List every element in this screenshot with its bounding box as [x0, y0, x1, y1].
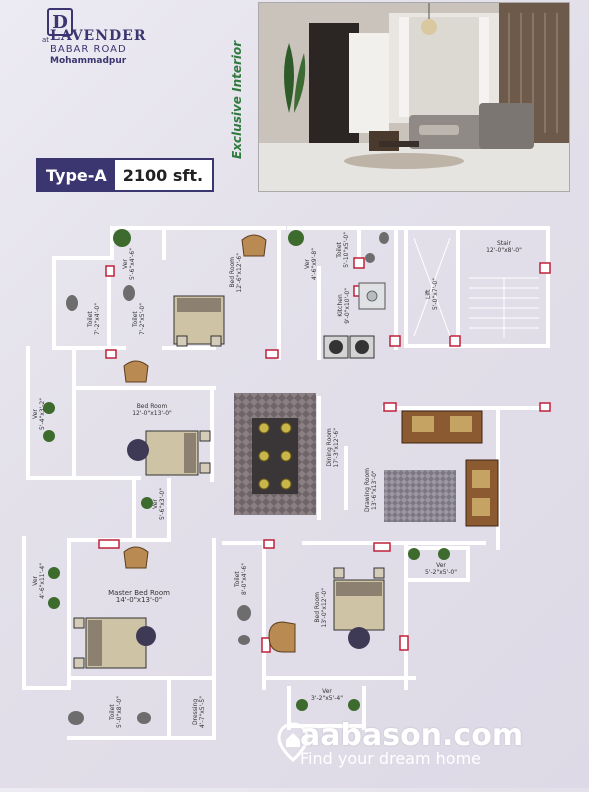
room-size: 8'-0"x4'-6": [241, 563, 248, 595]
room-size: 13'-0"x12'-0": [321, 588, 328, 628]
room-size: 13'-6"x13'-0": [371, 470, 378, 510]
type-badge: Type-A 2100 sft.: [36, 158, 214, 192]
room-name: Toilet: [87, 311, 94, 327]
type-label: Type-A: [38, 160, 115, 190]
project-area: Mohammadpur: [50, 56, 127, 66]
room-name: Drawing Room: [364, 468, 371, 512]
room-name: Dressing: [192, 698, 199, 726]
room-name: Dining Room: [326, 428, 333, 467]
room-name: Ver: [436, 562, 446, 569]
room-name: Lift: [425, 289, 432, 299]
watermark: aabason.com Find your dream home: [300, 718, 523, 768]
room-size: 5'-4"x3'-2": [39, 398, 46, 430]
area-label: 2100 sft.: [122, 165, 204, 185]
room-size: 5'-10"x5'-0": [343, 232, 350, 268]
room-name: Stair: [497, 240, 511, 247]
room-name: Kitchen: [337, 294, 344, 318]
room-name: Ver: [152, 499, 159, 509]
interior-photo: [258, 2, 570, 192]
room-size: 7'-2"x4'-0": [94, 303, 101, 335]
room-name: Bed Room: [314, 592, 321, 624]
room-size: 5'-6"x3'-0": [159, 488, 166, 520]
room-name: Ver: [32, 409, 39, 419]
interior-tagline: Exclusive Interior: [230, 40, 244, 160]
room-size: 12'-0"x13'-0": [132, 410, 172, 417]
room-size: 5'-0"x8'-0": [116, 696, 123, 728]
room-size: 4'-6"x11'-4": [39, 563, 46, 599]
logo-mark: D: [47, 8, 73, 36]
room-name: Toilet: [132, 311, 139, 327]
room-name: Ver: [304, 259, 311, 269]
room-size: 9'-0"x10'-0": [344, 288, 351, 324]
room-size: 5'-2"x5'-0": [425, 569, 457, 576]
room-size: 4'-6"x9'-8": [311, 248, 318, 280]
logo-at: at: [42, 36, 50, 44]
project-road: BABAR ROAD: [50, 44, 127, 55]
room-name: Master Bed Room: [108, 589, 170, 597]
room-name: Ver: [322, 688, 332, 695]
room-size: 12'-0"x8'-0": [486, 247, 522, 254]
watermark-slogan: Find your dream home: [300, 749, 481, 768]
room-name: Ver: [32, 576, 39, 586]
floor-plan-drawing: [22, 226, 551, 740]
room-size: 4'-7"x5'-5": [199, 696, 206, 728]
room-name: Toilet: [109, 704, 116, 720]
interior-illustration: [259, 3, 569, 191]
project-name: LAVENDER: [50, 28, 147, 44]
room-name: Bed Room: [136, 403, 168, 410]
room-name: Ver: [122, 259, 129, 269]
room-size: 14'-0"x13'-0": [115, 596, 163, 604]
watermark-site: aabason.com: [300, 718, 524, 753]
room-size: 5'-6"x4'-6": [129, 248, 136, 280]
room-name: Bed Room: [229, 257, 236, 289]
room-name: Toilet: [234, 571, 241, 587]
room-size: 3'-2"x5'-4": [311, 695, 343, 702]
room-size: 7'-2"x5'-0": [139, 303, 146, 335]
room-name: Toilet: [336, 242, 343, 258]
room-size: 5'-0"x7'-0": [432, 278, 439, 310]
room-size: 17'-3"x12'-6": [333, 428, 340, 468]
room-size: 12'-6"x12'-6": [236, 253, 243, 293]
location-pin-icon: [277, 722, 309, 762]
